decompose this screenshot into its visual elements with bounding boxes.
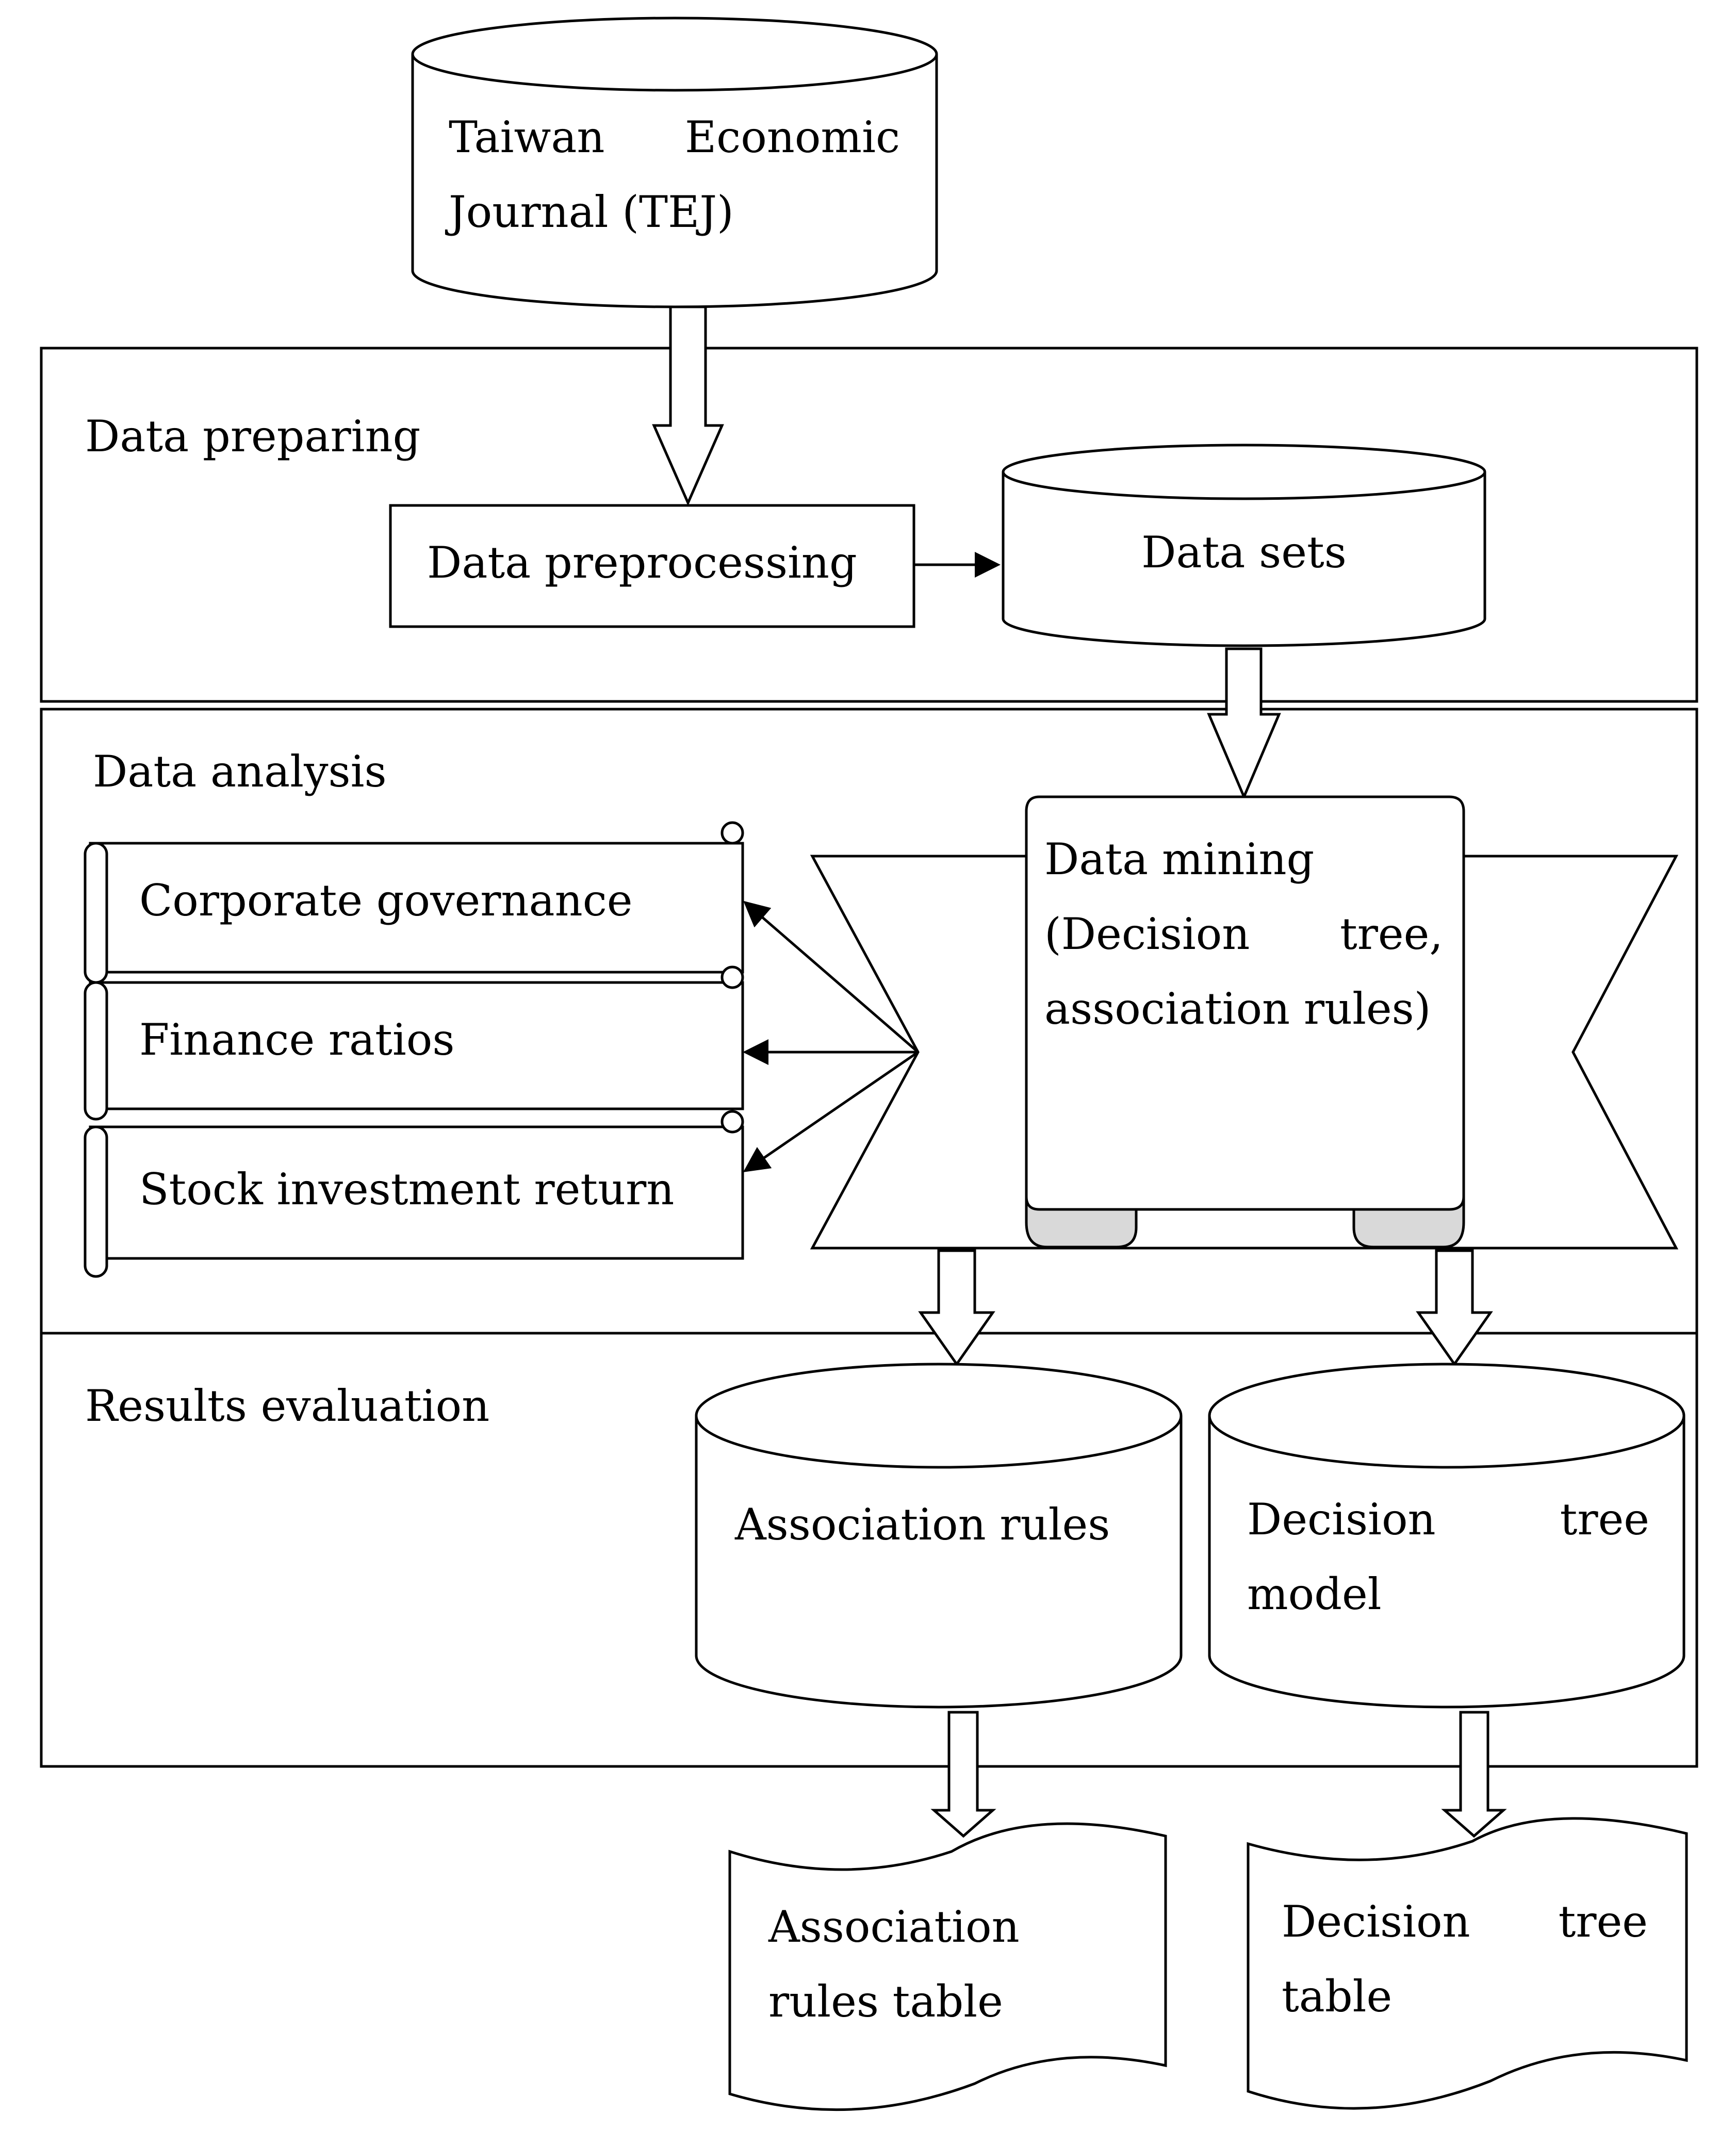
association-rules-table-line2: rules table [768, 1976, 1003, 2027]
association-rules-table-doc: Association rules table [728, 1822, 1167, 2111]
decision-tree-model-line2: model [1247, 1569, 1382, 1619]
tej-label-line2: Journal (TEJ) [445, 187, 734, 237]
section-data-preparing [40, 347, 1698, 703]
arrow-to-stock-return [743, 1051, 919, 1172]
data-mining-label-line3: association rules) [1044, 984, 1431, 1034]
tej-database: Taiwan Economic Journal (TEJ) [411, 17, 938, 308]
data-sets-database: Data sets [1002, 444, 1486, 647]
association-rules-label: Association rules [734, 1499, 1110, 1550]
decision-tree-table-word1: Decision [1282, 1896, 1470, 1947]
section-label-evaluation: Results evaluation [85, 1381, 489, 1431]
stock-investment-return-box: Stock investment return [84, 1110, 744, 1278]
decision-tree-model-word2: tree [1560, 1494, 1649, 1545]
data-preprocessing-label: Data preprocessing [427, 537, 857, 588]
decision-tree-table-doc: Decision tree table [1247, 1817, 1688, 2110]
corporate-governance-box: Corporate governance [84, 821, 744, 984]
association-rules-database: Association rules [695, 1363, 1183, 1709]
data-mining-label-line1: Data mining [1044, 834, 1314, 884]
tej-label-word2: Economic [685, 112, 900, 162]
section-results-evaluation [40, 1332, 1698, 1768]
arrow-to-decision-tree-table [1441, 1711, 1507, 1838]
tej-label-word1: Taiwan [449, 112, 605, 162]
decision-tree-model-database: Decision tree model [1208, 1363, 1685, 1709]
arrow-datasets-to-mining [1207, 647, 1281, 800]
section-label-preparing: Data preparing [85, 411, 420, 462]
arrow-to-corporate-governance [743, 900, 919, 1053]
arrow-to-association-rules-table [930, 1711, 996, 1838]
decision-tree-table-line2: table [1282, 1971, 1392, 2022]
association-rules-table-line1: Association [768, 1902, 1020, 1952]
arrow-mining-to-decision-tree [1416, 1249, 1493, 1367]
decision-tree-table-word2: tree [1559, 1896, 1648, 1947]
data-preprocessing-box: Data preprocessing [389, 504, 915, 628]
data-mining-label-line2b: tree, [1340, 909, 1443, 959]
arrow-mining-to-association-rules [918, 1249, 995, 1367]
section-label-analysis: Data analysis [93, 746, 387, 797]
stock-investment-return-label: Stock investment return [139, 1164, 674, 1215]
finance-ratios-box: Finance ratios [84, 965, 744, 1121]
arrow-tej-to-preprocessing [652, 305, 724, 506]
decision-tree-model-word1: Decision [1247, 1494, 1436, 1545]
finance-ratios-label: Finance ratios [139, 1014, 454, 1065]
data-mining-label-line2a: (Decision [1044, 909, 1250, 959]
corporate-governance-label: Corporate governance [139, 875, 632, 926]
data-mining-box: Data mining (Decision tree, association … [1025, 795, 1465, 1249]
data-sets-label: Data sets [1141, 527, 1347, 578]
